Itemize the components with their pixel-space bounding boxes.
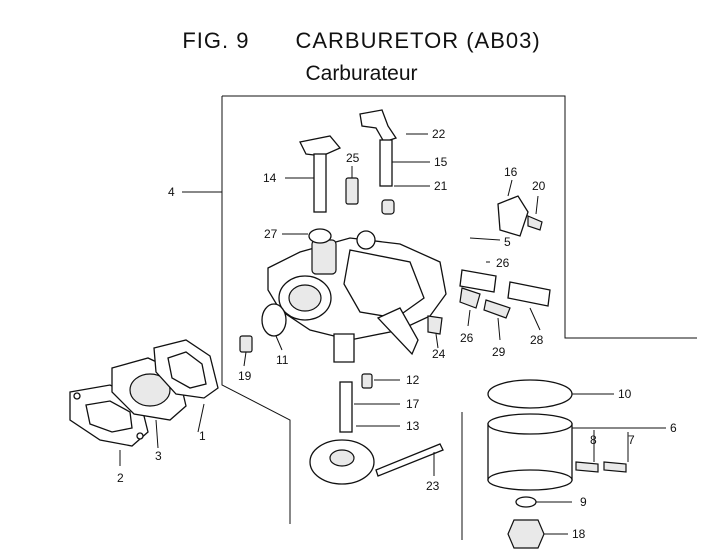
callout-20: 20 — [532, 179, 546, 193]
callout-18: 18 — [572, 527, 586, 541]
figure-subtitle: Carburateur — [305, 62, 418, 85]
callout-5: 5 — [504, 235, 511, 249]
callout-4: 4 — [168, 185, 175, 199]
callout-9: 9 — [580, 495, 587, 509]
callout-19: 19 — [238, 369, 252, 383]
assembly-frame — [182, 95, 697, 540]
float-pin-23 — [375, 443, 444, 477]
callout-25: 25 — [346, 151, 360, 165]
callout-21: 21 — [434, 179, 448, 193]
callout-8: 8 — [590, 433, 597, 447]
float-bowl-6 — [487, 379, 573, 491]
carburetor-body — [267, 230, 447, 363]
figure-title: FIG. 9 CARBURETOR (AB03) — [0, 28, 723, 54]
throttle-shaft-14 — [299, 135, 342, 244]
callout-2: 2 — [117, 471, 124, 485]
needle-valve-12 — [361, 373, 373, 389]
float-13 — [309, 439, 375, 485]
main-nozzle-17 — [339, 381, 353, 433]
plate-11 — [261, 303, 287, 337]
screw-26 — [459, 287, 481, 309]
callout-14: 14 — [263, 171, 277, 185]
callout-15: 15 — [434, 155, 448, 169]
callout-27: 27 — [264, 227, 278, 241]
callout-11: 11 — [276, 353, 289, 367]
callout-10: 10 — [618, 387, 632, 401]
tube-28 — [507, 281, 551, 307]
gasket-1 — [153, 339, 219, 399]
plate-16 — [497, 195, 543, 237]
callout-24: 24 — [432, 347, 446, 361]
choke-shaft-15 — [359, 109, 398, 215]
callout-16: 16 — [504, 165, 518, 179]
screw-29 — [483, 299, 511, 319]
washer-9 — [515, 496, 537, 508]
callout-28: 28 — [530, 333, 544, 347]
callout-12: 12 — [406, 373, 420, 387]
tube-26 — [459, 269, 497, 293]
bowl-screw-7 — [603, 461, 627, 473]
drain-bolt-18 — [507, 519, 545, 549]
leader-lines — [119, 133, 666, 535]
screw-24 — [427, 315, 443, 335]
callout-22: 22 — [432, 127, 446, 141]
figure-title-text: CARBURETOR (AB03) — [295, 28, 541, 53]
bowl-screw-8 — [575, 461, 599, 473]
callout-26-upper: 26 — [496, 256, 510, 270]
callout-26-lower: 26 — [460, 331, 474, 345]
callout-1: 1 — [199, 429, 206, 443]
callout-29: 29 — [492, 345, 506, 359]
callout-7: 7 — [628, 433, 635, 447]
callout-3: 3 — [155, 449, 162, 463]
callout-23: 23 — [426, 479, 440, 493]
callout-13: 13 — [406, 419, 420, 433]
callout-labels: 1 2 3 4 5 6 7 8 9 10 11 12 13 14 15 16 1… — [117, 127, 677, 541]
jet-25 — [345, 177, 359, 205]
callout-17: 17 — [406, 397, 420, 411]
screw-19 — [239, 335, 253, 353]
figure-number: FIG. 9 — [182, 28, 250, 53]
callout-6: 6 — [670, 421, 677, 435]
